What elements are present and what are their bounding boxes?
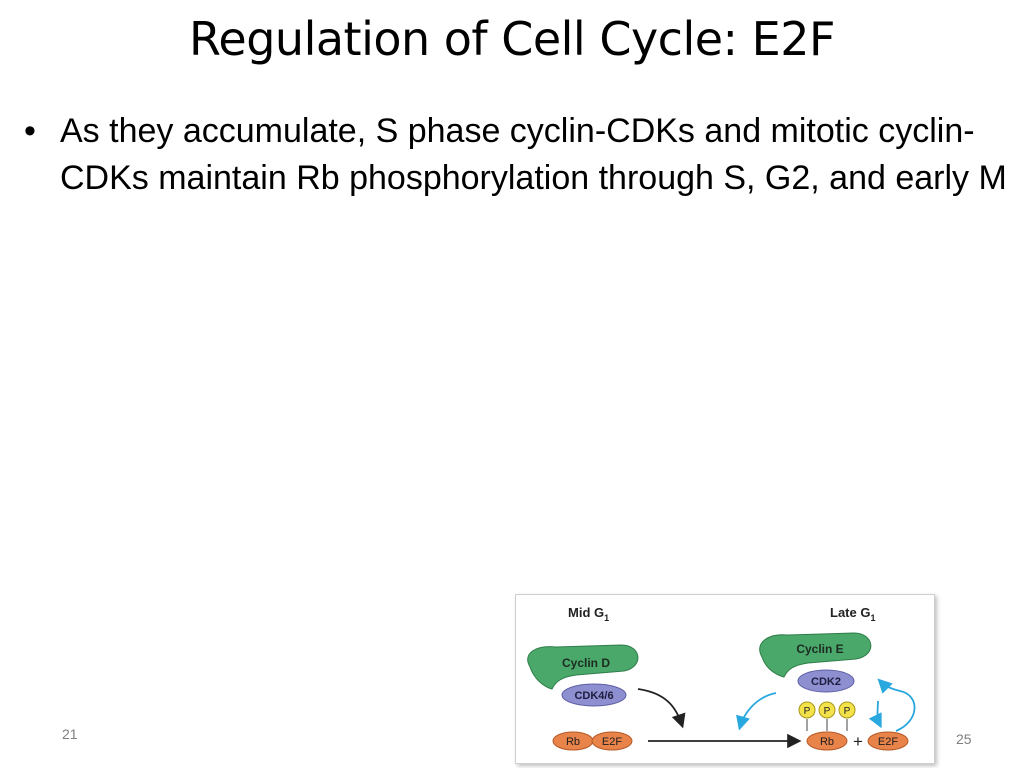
- cdk46-shape: [561, 683, 627, 707]
- activation-arrow: [637, 688, 686, 729]
- e2f-right-label: E2F: [878, 736, 898, 748]
- rb-right-label: Rb: [820, 736, 834, 748]
- phosphate-circle-1: [798, 701, 816, 719]
- cyclin-d-label: Cyclin D: [562, 656, 610, 670]
- feedback-arrow-right: [877, 678, 916, 732]
- plus-sign: +: [853, 732, 863, 751]
- phosphate-circle-2: [818, 701, 836, 719]
- slide-title: Regulation of Cell Cycle: E2F: [189, 12, 835, 66]
- e2f-right-shape: [867, 731, 909, 751]
- bullet-marker: •: [24, 112, 36, 150]
- phosphate-circle-3: [838, 701, 856, 719]
- feedback-arrow-left: [736, 692, 777, 731]
- phosphate-label-2: P: [824, 706, 831, 717]
- bullet-item: • As they accumulate, S phase cyclin-CDK…: [24, 108, 1014, 202]
- figure-svg: Mid G1 Late G1 Cyclin D CDK4/6 Rb E2F Cy…: [527, 605, 916, 751]
- feedback-arrow-down: [868, 700, 882, 729]
- cdk46-label: CDK4/6: [574, 690, 613, 702]
- cyclin-e-label: Cyclin E: [796, 642, 843, 656]
- cell-cycle-figure: Mid G1 Late G1 Cyclin D CDK4/6 Rb E2F Cy…: [515, 594, 935, 764]
- e2f-left-label: E2F: [602, 736, 622, 748]
- phosphate-label-3: P: [844, 706, 851, 717]
- bullet-text: As they accumulate, S phase cyclin-CDKs …: [60, 112, 1007, 197]
- cyclin-d-shape: [527, 644, 639, 690]
- phosphate-label-1: P: [804, 706, 811, 717]
- rb-right-shape: [806, 731, 848, 751]
- mid-g1-label: Mid G1: [568, 605, 609, 623]
- late-g1-label: Late G1: [830, 605, 875, 623]
- rb-left-label: Rb: [566, 736, 580, 748]
- cdk2-label: CDK2: [811, 676, 841, 688]
- footer-date: 21: [62, 726, 78, 742]
- slide-number: 25: [956, 731, 972, 747]
- e2f-left-shape: [591, 731, 633, 751]
- cyclin-e-shape: [759, 632, 872, 678]
- cdk2-shape: [797, 669, 855, 693]
